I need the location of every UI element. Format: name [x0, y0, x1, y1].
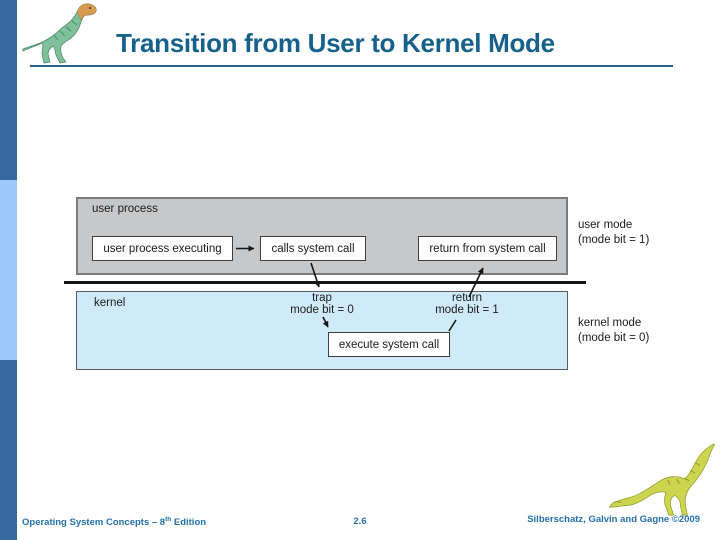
footer-book-suffix: Edition — [171, 517, 207, 529]
trap-label-line2: mode bit = 0 — [290, 304, 354, 316]
calls-system-call-box: calls system call — [260, 236, 366, 261]
trap-label: trap mode bit = 0 — [285, 292, 359, 316]
execute-system-call-box: execute system call — [328, 332, 450, 357]
slide-title: Transition from User to Kernel Mode — [116, 28, 555, 58]
kernel-mode-line2: (mode bit = 0) — [578, 331, 650, 344]
return-label-line1: return — [451, 292, 483, 304]
user-process-executing-text: user process executing — [103, 242, 222, 255]
kernel-mode-line1: kernel mode — [578, 317, 642, 329]
return-label-line2: mode bit = 1 — [435, 304, 499, 316]
execute-system-call-text: execute system call — [338, 338, 440, 351]
return-from-system-call-box: return from system call — [418, 236, 557, 261]
footer-book-superscript: th — [165, 516, 172, 523]
user-process-executing-box: user process executing — [92, 236, 233, 261]
return-from-system-call-text: return from system call — [429, 242, 546, 255]
kernel-label: kernel — [94, 297, 126, 309]
user-mode-line1: user mode — [578, 219, 633, 231]
footer-book-prefix: Operating System Concepts – 8 — [22, 517, 166, 529]
dinosaur-bottom-right-image — [608, 443, 716, 516]
accent-bar-top — [0, 0, 17, 180]
mode-divider-line — [64, 281, 586, 284]
calls-system-call-text: calls system call — [271, 242, 355, 255]
slide-number: 2.6 — [353, 516, 367, 527]
footer-book-title: Operating System Concepts – 8th Edition — [22, 516, 206, 528]
dinosaur-top-left-image — [22, 3, 97, 64]
kernel-mode-annotation: kernel mode (mode bit = 0) — [578, 316, 649, 345]
trap-label-line1: trap — [312, 292, 332, 304]
accent-bar-middle — [0, 180, 17, 360]
user-process-label: user process — [92, 203, 158, 215]
title-underline — [30, 65, 673, 67]
user-mode-annotation: user mode (mode bit = 1) — [578, 218, 649, 247]
footer-authors: Silberschatz, Galvin and Gagne ©2009 — [527, 514, 700, 525]
accent-bar-bottom — [0, 360, 17, 540]
return-label: return mode bit = 1 — [430, 292, 504, 316]
user-mode-line2: (mode bit = 1) — [578, 233, 650, 246]
kernel-region — [76, 291, 568, 370]
